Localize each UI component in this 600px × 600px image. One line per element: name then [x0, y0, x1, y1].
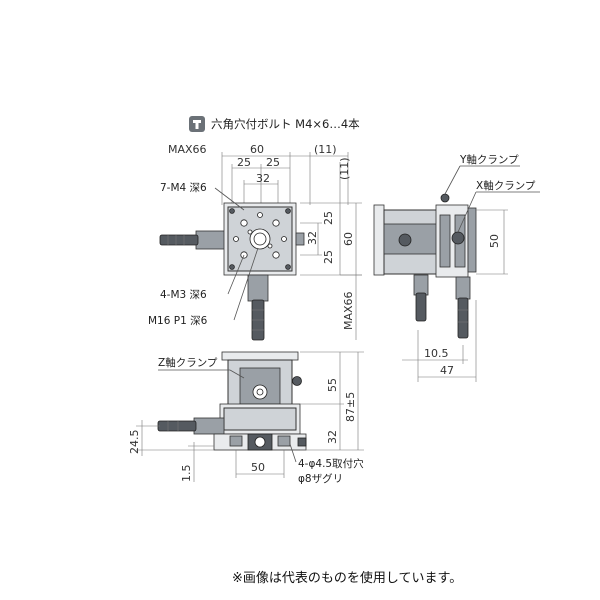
label-z-clamp: Z軸クランプ	[158, 356, 218, 369]
dim-max66-top: MAX66	[168, 143, 207, 156]
label-y-clamp: Y軸クランプ	[459, 153, 519, 166]
dim-side-50: 50	[488, 234, 501, 248]
dim-25-v1: 25	[322, 211, 335, 225]
dim-25-v2: 25	[322, 250, 335, 264]
dim-front-24-5: 24.5	[128, 430, 141, 455]
dim-11-top: (11)	[314, 143, 337, 156]
dim-side-47: 47	[440, 364, 454, 377]
label-mount-holes: 4-φ4.5取付穴	[298, 457, 364, 470]
dim-front-1-5: 1.5	[180, 465, 193, 483]
dim-60-v: 60	[342, 232, 355, 246]
y-clamp-knob	[440, 193, 450, 203]
label-tap-m16: M16 P1 深6	[148, 315, 208, 327]
side-view: 50 10.5 47 Y軸クランプ X軸クランプ	[373, 153, 540, 382]
dim-front-32: 32	[326, 430, 339, 444]
front-view: 55 87±5 32 24.5 1.5 50 Z軸クランプ 4-φ4.5取付穴 …	[128, 351, 364, 485]
dim-side-10-5: 10.5	[424, 347, 449, 360]
footer-note: ※画像は代表のものを使用しています。	[232, 570, 462, 586]
label-counterbore: φ8ザグリ	[298, 472, 343, 485]
x-clamp-knob	[451, 231, 465, 245]
top-view: MAX66 60 (11) 25 25 32	[148, 143, 362, 341]
dim-11-side: (11)	[338, 157, 351, 180]
label-tap-4m3: 4-M3 深6	[160, 289, 207, 301]
dim-32-top: 32	[256, 172, 270, 185]
dim-25a: 25	[237, 156, 251, 169]
label-tap-7m4: 7-M4 深6	[160, 182, 207, 194]
dim-max66-v: MAX66	[342, 291, 355, 330]
dim-25b: 25	[266, 156, 280, 169]
dim-front-55: 55	[326, 378, 339, 392]
micrometer-x	[195, 230, 227, 250]
dim-front-50: 50	[251, 461, 265, 474]
bolt-note: 六角穴付ボルト M4×6…4本	[189, 116, 360, 132]
front-top-plate	[221, 351, 299, 361]
label-x-clamp: X軸クランプ	[476, 179, 536, 192]
z-clamp-knob	[292, 376, 302, 386]
dim-60-top: 60	[250, 143, 264, 156]
dim-32-v: 32	[306, 231, 319, 245]
bolt-note-text: 六角穴付ボルト M4×6…4本	[211, 117, 360, 131]
dim-front-87: 87±5	[344, 392, 357, 422]
